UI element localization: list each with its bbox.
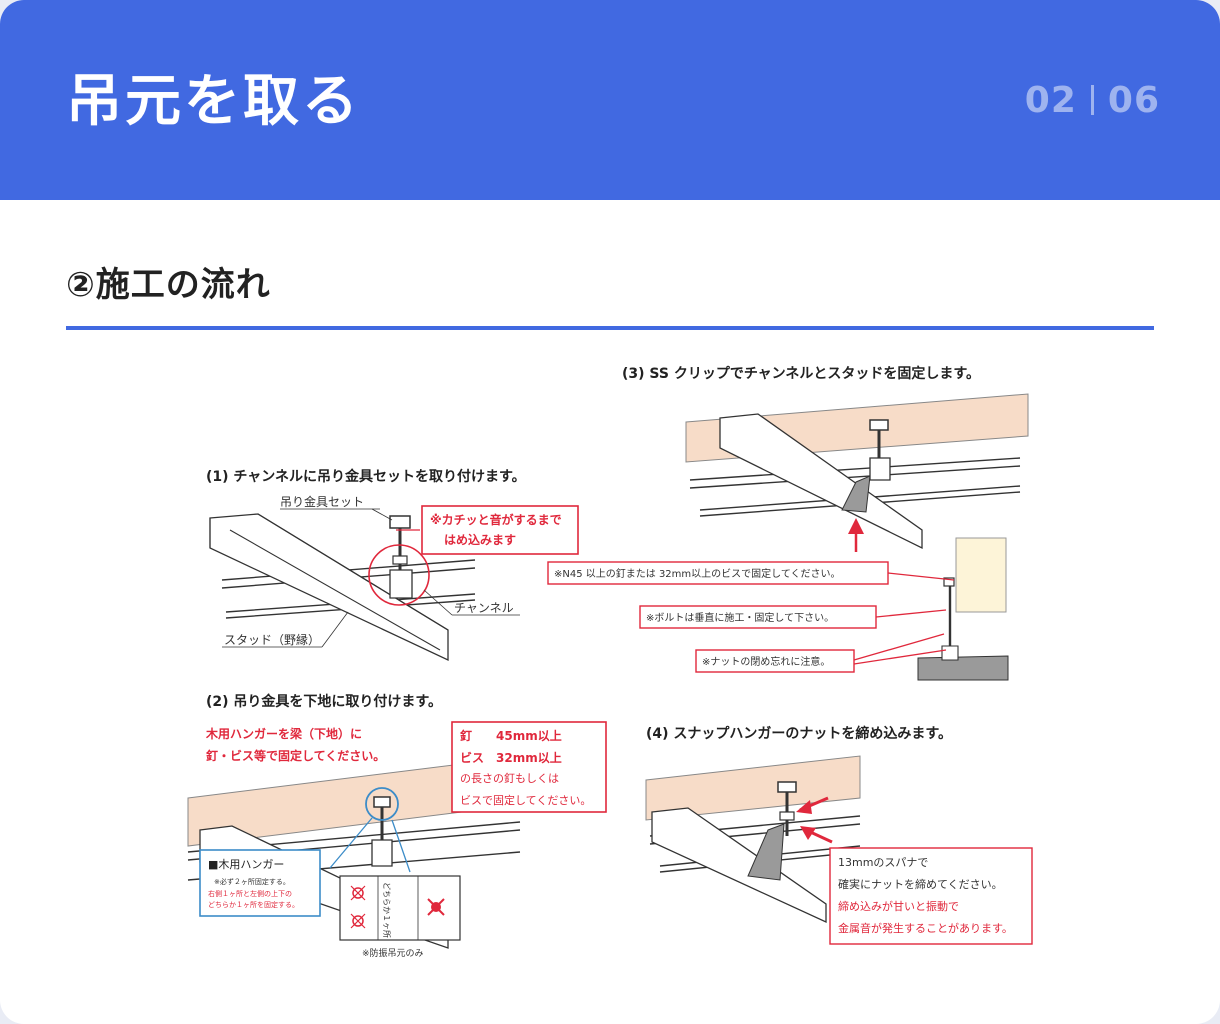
step3-note-nail-leader xyxy=(887,572,955,581)
step2-highlight-circle xyxy=(365,787,399,821)
step2-hanger-note-box xyxy=(199,849,321,917)
step1-label-stud-leader xyxy=(321,611,349,648)
step1-note-line2: はめ込みます xyxy=(444,532,516,547)
step2-spec-screw: ビス 32mm以上 xyxy=(460,750,562,765)
step1-hanger-set xyxy=(389,515,413,599)
step1-heading: (1) チャンネルに吊り金具セットを取り付けます。 xyxy=(206,468,526,485)
step3-illustration: (3) SS クリップでチャンネルとスタッドを固定します。 ※N45 以上の釘ま… xyxy=(547,365,1029,681)
step1-label-channel: チャンネル xyxy=(454,601,514,615)
step2-spec-nail: 釘 45mm以上 xyxy=(460,728,562,743)
step1-label-set: 吊り金具セット xyxy=(280,494,364,509)
step2-spec-line4: ビスで固定してください。 xyxy=(460,793,591,807)
page-total: 06 xyxy=(1107,80,1160,121)
step4-wood-beam xyxy=(645,755,861,821)
step3-note-nut: ※ナットの閉め忘れに注意。 xyxy=(702,655,830,668)
step1-label-set-leader xyxy=(371,508,393,521)
step4-note-line2: 確実にナットを締めてください。 xyxy=(838,877,1003,891)
step4-illustration: (4) スナップハンガーのナットを締め込みます。 13mmのスパナで 確実にナッ… xyxy=(645,725,1033,945)
step3-note-bolt: ※ボルトは垂直に施工・固定して下さい。 xyxy=(646,611,834,624)
step3-heading: (3) SS クリップでチャンネルとスタッドを固定します。 xyxy=(622,365,980,382)
step4-arrow2-head xyxy=(800,826,816,840)
section-title: ②施工の流れ xyxy=(66,265,271,305)
page-current: 02 xyxy=(1024,80,1077,121)
step3-side-wood xyxy=(955,537,1007,613)
step3-side-clip xyxy=(941,645,959,661)
step2-red-line2: 釘・ビス等で固定してください。 xyxy=(206,748,385,763)
step2-hanger xyxy=(371,796,393,867)
step1-channel-edges xyxy=(209,513,449,651)
step4-note-line1: 13mmのスパナで xyxy=(838,856,928,869)
step4-note-box xyxy=(829,847,1033,945)
section-divider xyxy=(66,326,1154,330)
step1-label-channel-leader xyxy=(423,589,453,616)
page-separator xyxy=(1090,85,1094,115)
step2-red-line1: 木用ハンガーを梁（下地）に xyxy=(205,726,362,741)
step4-arrow1-head xyxy=(796,800,812,814)
step3-side-bracket xyxy=(943,577,955,587)
step4-snap-hanger xyxy=(747,823,785,881)
step4-heading: (4) スナップハンガーのナットを締め込みます。 xyxy=(646,725,952,742)
step3-side-channel xyxy=(917,655,1009,681)
step3-note-nut-leaders xyxy=(853,633,947,665)
step2-hanger-note3: どちらか１ヶ所を固定する。 xyxy=(208,900,299,909)
step1-illustration: (1) チャンネルに吊り金具セットを取り付けます。 ※カチッと音がするまで はめ… xyxy=(206,468,579,662)
step2-illustration: (2) 吊り金具を下地に取り付けます。 木用ハンガーを梁（下地）に 釘・ビス等で… xyxy=(187,693,607,959)
step3-hanger xyxy=(869,419,891,481)
page-title: 吊元を取る xyxy=(66,69,361,134)
step4-bolt xyxy=(777,781,797,836)
step2-hanger-note2: 右側１ヶ所と左側の上下の xyxy=(208,889,292,898)
step2-hanger-note1: ※必ず２ヶ所固定する。 xyxy=(214,877,290,886)
step3-studs xyxy=(689,457,1021,517)
step2-heading: (2) 吊り金具を下地に取り付けます。 xyxy=(206,693,442,710)
step2-detail-panel xyxy=(339,875,461,941)
step3-channel xyxy=(719,413,923,550)
step3-ss-clip xyxy=(841,475,871,513)
step3-note-nail: ※N45 以上の釘または 32mm以上のビスで固定してください。 xyxy=(554,567,841,580)
step4-note-line4: 金属音が発生することがあります。 xyxy=(838,921,1013,935)
step2-spec-box xyxy=(451,721,607,813)
step1-note-line1: ※カチッと音がするまで xyxy=(430,512,562,527)
step2-hanger-title: ■木用ハンガー xyxy=(208,858,284,871)
step3-note-bolt-leader xyxy=(875,609,947,618)
step1-highlight-circle xyxy=(368,544,430,606)
header-bar: 吊元を取る 02 06 xyxy=(0,0,1220,200)
step4-note-line3: 締め込みが甘いと振動で xyxy=(838,899,959,913)
step2-spec-line3: の長さの釘もしくは xyxy=(460,771,559,785)
step3-arrow-head xyxy=(848,518,864,534)
step2-anti-vibration-note: ※防振吊元のみ xyxy=(362,947,424,959)
step2-callout-leaders xyxy=(329,817,411,873)
step2-screw-marks xyxy=(350,885,445,929)
step4-channel xyxy=(651,807,827,924)
step3-note-nut-box xyxy=(695,649,855,673)
page-indicator: 02 06 xyxy=(1025,78,1160,124)
step1-callout-box xyxy=(421,505,579,555)
step1-label-stud: スタッド（野縁） xyxy=(224,632,320,647)
step4-studs xyxy=(649,815,861,873)
step2-vertical-label: どちらか１ヶ所 xyxy=(382,882,392,938)
